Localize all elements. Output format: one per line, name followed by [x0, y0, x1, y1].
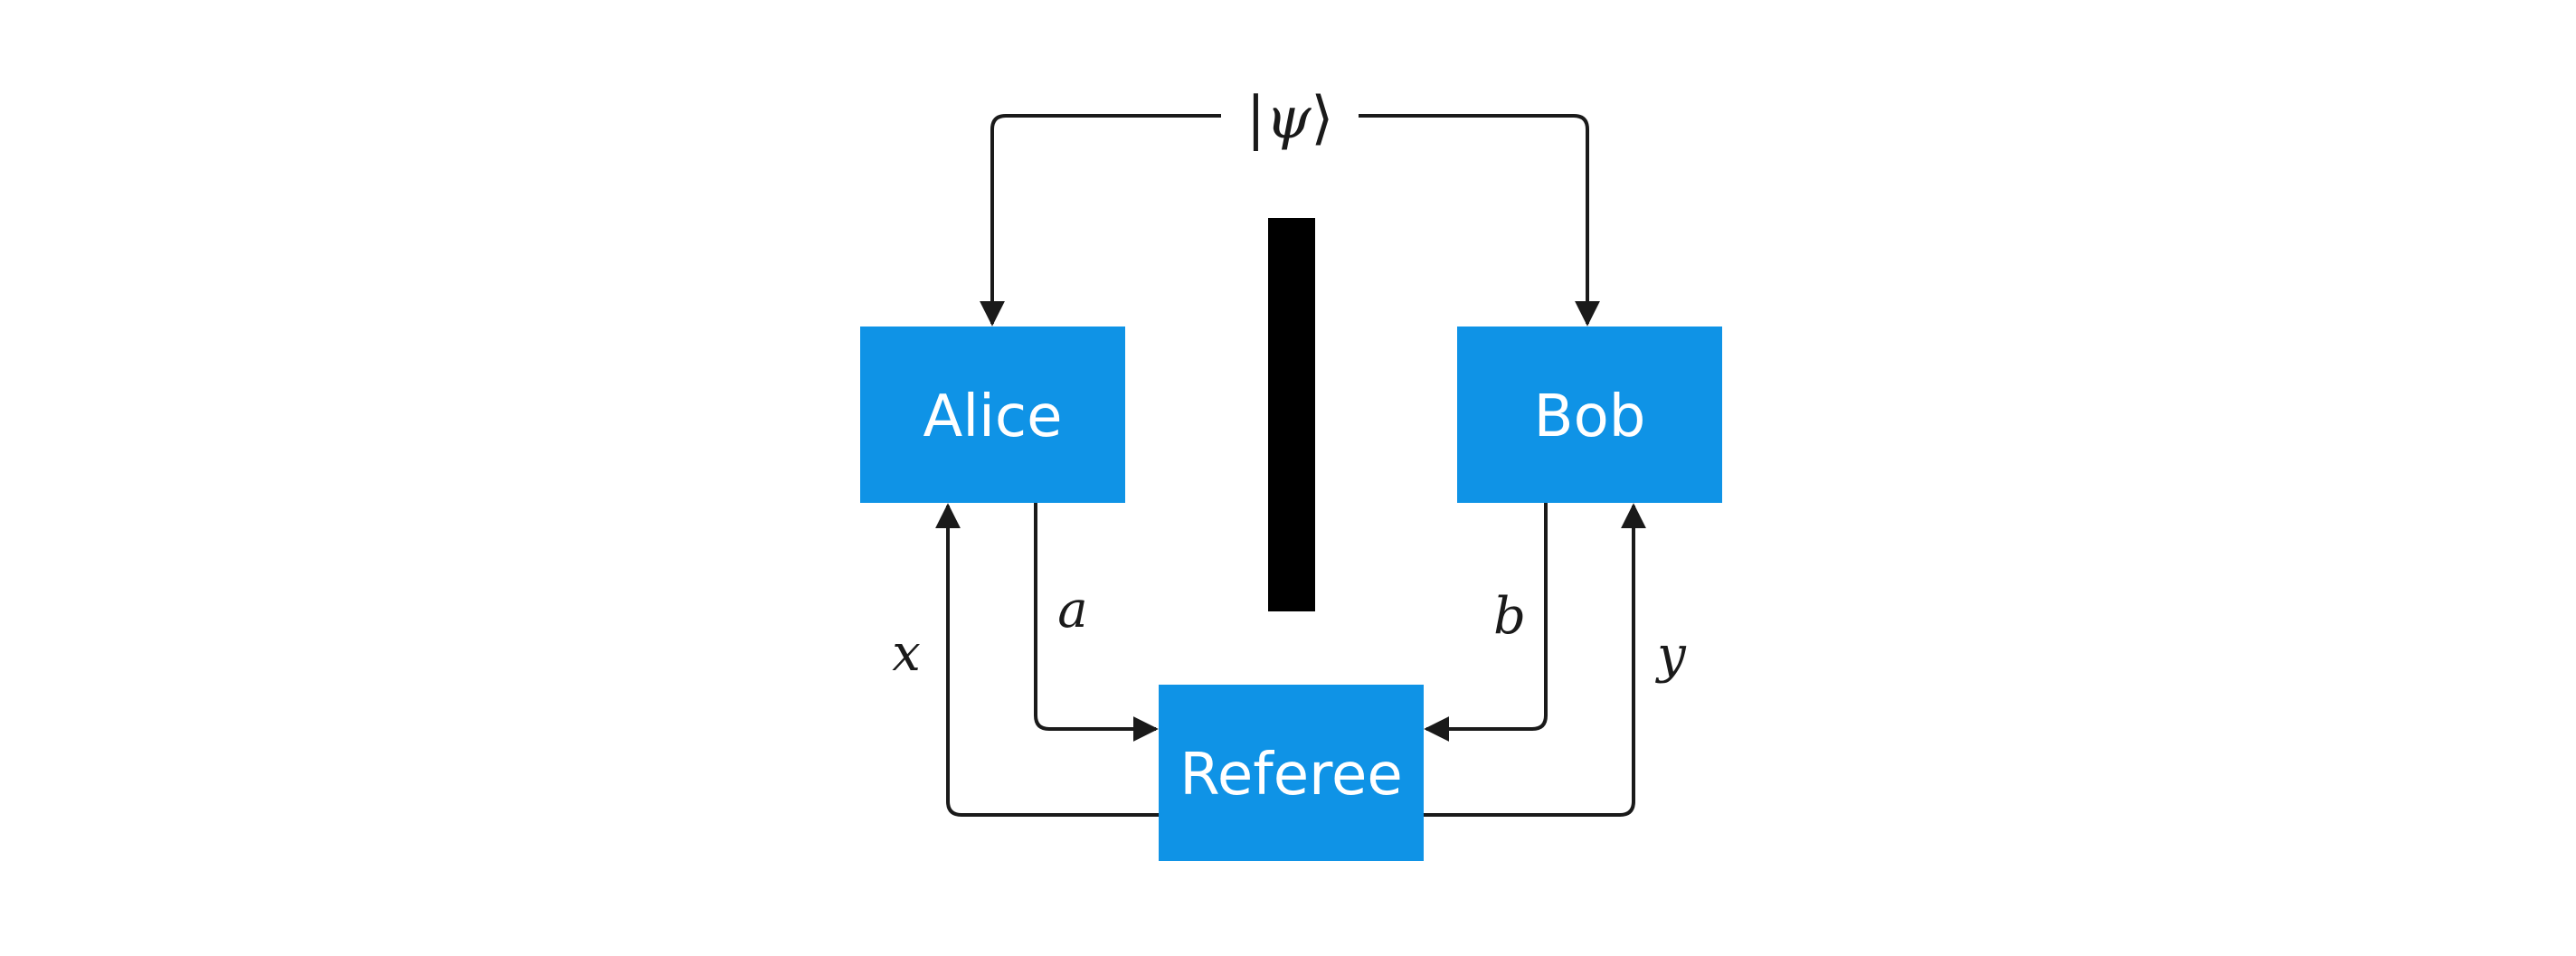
answer-a-label: a [1057, 581, 1087, 639]
bob-node: Bob [1457, 327, 1722, 503]
alice-node: Alice [860, 327, 1125, 503]
alice-answer-wire [1034, 503, 1159, 742]
ket-angle: ⟩ [1311, 85, 1333, 152]
referee-box [1159, 685, 1424, 861]
bob-label: Bob [1534, 383, 1646, 450]
no-communication-barrier [1268, 218, 1315, 611]
bob-box [1457, 327, 1722, 503]
ket-bar: | [1246, 85, 1266, 152]
state-to-alice-wire [980, 114, 1221, 327]
alice-box [860, 327, 1125, 503]
referee-node: Referee [1159, 685, 1424, 861]
question-x-label: x [892, 624, 921, 683]
bob-answer-wire [1424, 503, 1548, 742]
quantum-state-label: |ψ⟩ [1246, 85, 1334, 152]
alice-label: Alice [923, 383, 1063, 450]
psi-symbol: ψ [1265, 85, 1312, 152]
referee-label: Referee [1179, 742, 1403, 809]
answer-b-label: b [1493, 587, 1526, 646]
question-y-label: y [1654, 626, 1687, 685]
state-to-bob-wire [1359, 114, 1600, 327]
bob-question-wire [1424, 503, 1646, 817]
alice-question-wire [935, 503, 1159, 817]
